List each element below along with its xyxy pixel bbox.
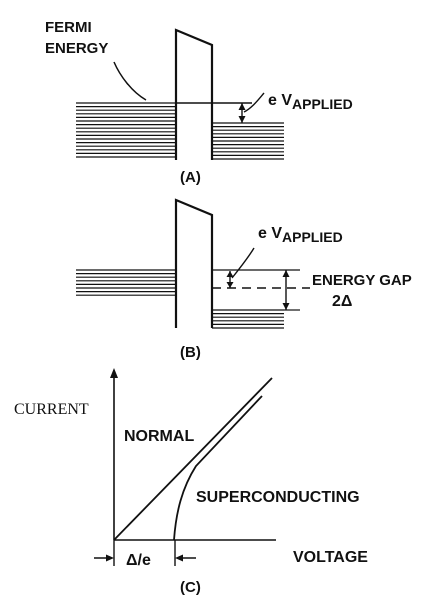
panel-b-voltage-label: e VAPPLIED — [258, 225, 343, 245]
panel-a: FERMI ENERGY e VAPPLIED (A) — [45, 19, 353, 186]
panel-b-tunnel-barrier — [174, 198, 214, 328]
panel-a-right-metal-levels — [212, 122, 284, 160]
panel-b: e VAPPLIED ENERGY GAP 2Δ (B) — [76, 198, 412, 361]
offset-left-arrowhead — [106, 554, 114, 562]
fermi-label-line1: FERMI — [45, 19, 92, 36]
panel-b-voltage-arrow-up — [226, 271, 234, 277]
panel-a-fermi-leader-line — [113, 61, 147, 101]
energy-gap-label-line2: 2Δ — [332, 293, 352, 310]
fermi-label-line2: ENERGY — [45, 40, 108, 57]
superconducting-curve — [173, 395, 263, 541]
offset-label: Δ/e — [126, 552, 151, 569]
normal-curve — [113, 377, 273, 541]
offset-right-arrowhead — [175, 554, 183, 562]
x-axis-label: VOLTAGE — [293, 549, 368, 566]
panel-a-voltage-leader-line — [243, 92, 265, 113]
panel-b-right-superconductor-levels — [212, 269, 300, 329]
panel-b-voltage-label-e: e V — [258, 225, 282, 242]
panel-a-voltage-label: e VAPPLIED — [268, 92, 353, 112]
panel-c-caption: (C) — [180, 579, 201, 596]
panel-c: CURRENT NORMAL SUPERCONDUCTING Δ/e VOLTA… — [14, 368, 368, 596]
panel-a-voltage-arrow-down — [238, 116, 246, 123]
panel-a-voltage-label-sub: APPLIED — [292, 96, 353, 112]
panel-a-left-metal-levels — [76, 102, 176, 158]
panel-b-voltage-arrow-down — [226, 282, 234, 288]
normal-curve-label: NORMAL — [124, 428, 194, 445]
y-axis-label: CURRENT — [14, 401, 89, 418]
panel-a-voltage-arrow-up — [238, 103, 246, 110]
superconducting-curve-label: SUPERCONDUCTING — [196, 489, 360, 506]
panel-b-left-metal-levels — [76, 269, 176, 296]
panel-b-caption: (B) — [180, 344, 201, 361]
energy-gap-label-line1: ENERGY GAP — [312, 272, 412, 289]
panel-b-gap-arrow-down — [282, 303, 290, 310]
panel-b-voltage-label-sub: APPLIED — [282, 229, 343, 245]
panel-a-tunnel-barrier — [174, 28, 214, 160]
y-axis-arrowhead — [110, 368, 118, 378]
panel-b-voltage-leader-line — [231, 247, 255, 279]
panel-a-voltage-label-e: e V — [268, 92, 292, 109]
panel-a-caption: (A) — [180, 169, 201, 186]
panel-b-gap-arrow-up — [282, 270, 290, 277]
